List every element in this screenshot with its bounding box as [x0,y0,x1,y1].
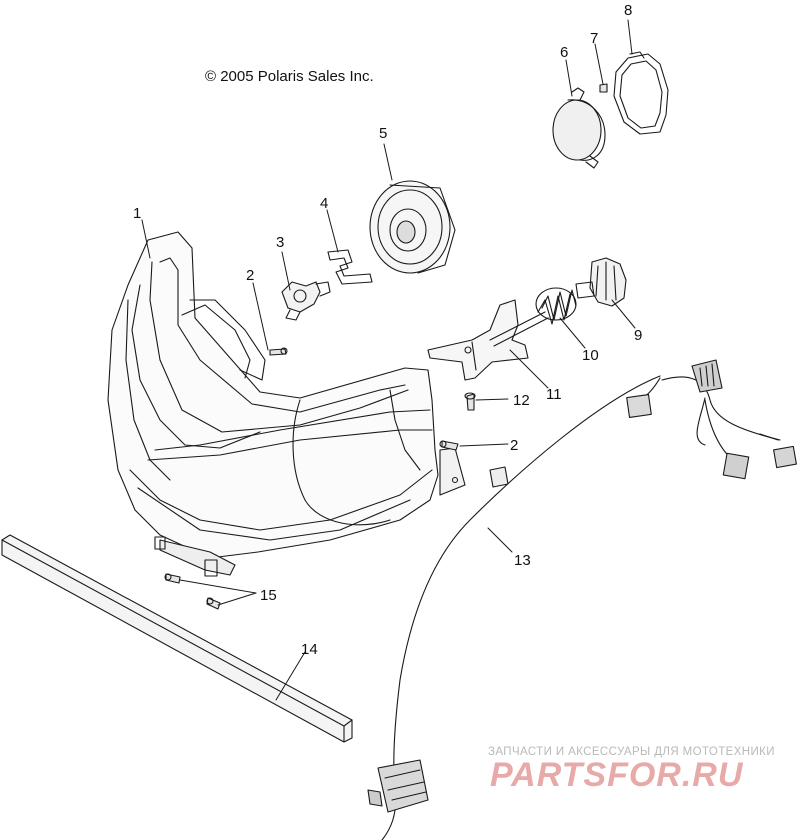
headlight-housing-part-1 [107,231,466,577]
wiring-harness-part-13 [367,359,797,840]
adjuster-knob-part-9 [575,257,627,307]
callout-11: 11 [546,386,562,403]
bulb-part-3 [281,281,331,321]
lamp-part-6 [552,87,606,169]
watermark-subtitle: ЗАПЧАСТИ И АКСЕССУАРЫ ДЛЯ МОТОТЕХНИКИ [488,746,775,758]
callout-2-upper: 2 [246,267,254,284]
callout-8: 8 [624,2,632,19]
callout-5: 5 [379,125,387,142]
copyright-notice: © 2005 Polaris Sales Inc. [205,68,374,85]
bulb-clip-part-4 [327,249,373,285]
dust-cover-part-5 [369,180,456,274]
callout-3: 3 [276,234,284,251]
callout-12: 12 [513,392,530,409]
callout-numbers: 1 2 2 3 4 5 6 7 8 9 10 11 12 13 14 15 [133,2,642,658]
seal-strip-part-14 [1,534,353,743]
callout-2-lower: 2 [510,437,518,454]
callout-14: 14 [301,641,318,658]
screw-part-2-upper [269,347,288,356]
screw-part-2-lower [439,440,459,451]
callout-13: 13 [514,552,531,569]
clip-nut [489,466,509,488]
watermark-logo: PARTSFOR.RU [490,756,744,794]
callout-4: 4 [320,195,328,212]
screw-part-12 [464,392,476,411]
callout-15: 15 [260,587,277,604]
callout-9: 9 [634,327,642,344]
gasket-part-8 [613,51,669,135]
callout-7: 7 [590,30,598,47]
adjuster-bracket-part-11 [427,299,549,381]
leader-lines [141,19,636,701]
callout-10: 10 [582,347,599,364]
callout-6: 6 [560,44,568,61]
screws-part-15 [164,573,221,610]
watermark-logo-text: PARTSFOR.RU [490,756,744,794]
callout-1: 1 [133,205,141,222]
screw-part-7 [599,83,608,93]
spring-part-10 [535,287,577,325]
